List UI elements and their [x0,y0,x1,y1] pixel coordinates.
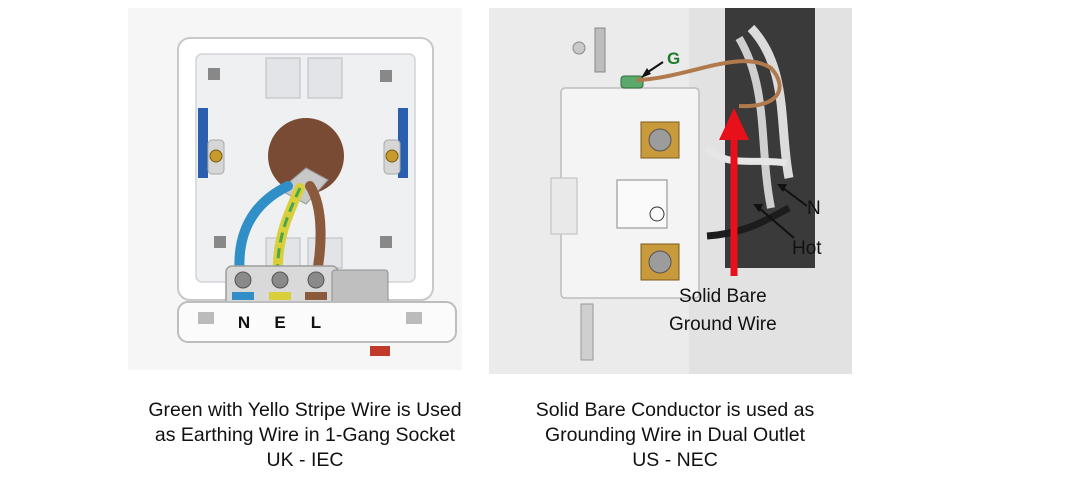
yoke-tab [580,303,594,361]
caption-line: Grounding Wire in Dual Outlet [544,424,806,446]
red-arrow-head [719,108,749,140]
ul-logo [649,206,665,222]
screw-head [572,41,586,55]
neutral-insulation [232,292,254,300]
us-caption: Solid Bare Conductor is used as Groundin… [485,398,865,473]
neutral-label: N [807,198,821,219]
white-cable [735,35,775,209]
knockout [265,57,301,99]
cable-entry-hole [268,118,344,194]
mounting-hole [208,68,220,80]
mounting-hole [380,70,392,82]
live-label: L [311,313,321,332]
earth-insulation [269,292,291,300]
caption-line: as Earthing Wire in 1-Gang Socket [154,424,456,446]
brass-screw [209,149,223,163]
mounting-screw [594,27,606,73]
us-outlet-illustration: G N Hot Solid Bare Ground Wire [550,8,852,374]
blue-lug-insert [198,108,208,178]
ground-pointer-head [641,68,651,78]
neutral-label: N [238,313,250,332]
bare-ground-wire [636,59,782,109]
hot-wire [706,204,791,240]
ul-label [616,179,668,229]
terminal-screw [648,128,672,152]
mounting-hole [380,236,392,248]
live-insulation [305,292,327,300]
earth-label: E [274,313,285,332]
terminal-screw [307,271,325,289]
green-ground-screw [620,75,644,89]
faceplate-slot [406,312,422,324]
neutral-pointer-head [777,184,787,192]
ground-screw-label: G [667,49,680,68]
hot-pointer [758,207,795,239]
knockout [307,57,343,99]
terminal-screw [648,250,672,274]
faceplate [177,301,457,343]
bare-wire-label-line2: Ground Wire [669,314,777,335]
caption-line: Green with Yello Stripe Wire is Used [148,399,462,421]
neutral-pointer [782,187,808,207]
neutral-wire [704,145,788,167]
mounting-hole [214,236,226,248]
uk-socket-photo: N E L [128,8,462,370]
hot-pointer-head [753,204,763,212]
bare-wire-label-line1: Solid Bare [679,286,767,307]
terminal-screw [271,271,289,289]
uk-caption: Green with Yello Stripe Wire is Used as … [100,398,510,473]
receptacle-side [550,177,578,235]
caption-line: Solid Bare Conductor is used as [535,399,815,421]
indicator-tab [370,346,390,356]
hot-label: Hot [792,238,822,259]
terminal-screw [234,271,252,289]
caption-line: US - NEC [632,449,718,471]
blue-lug-insert [398,108,408,178]
us-outlet-photo: G N Hot Solid Bare Ground Wire [489,8,852,374]
caption-line: UK - IEC [266,449,344,471]
neutral-wire [234,181,293,281]
brass-screw [385,149,399,163]
faceplate-slot [198,312,214,324]
uk-socket-illustration: N E L [177,37,457,356]
